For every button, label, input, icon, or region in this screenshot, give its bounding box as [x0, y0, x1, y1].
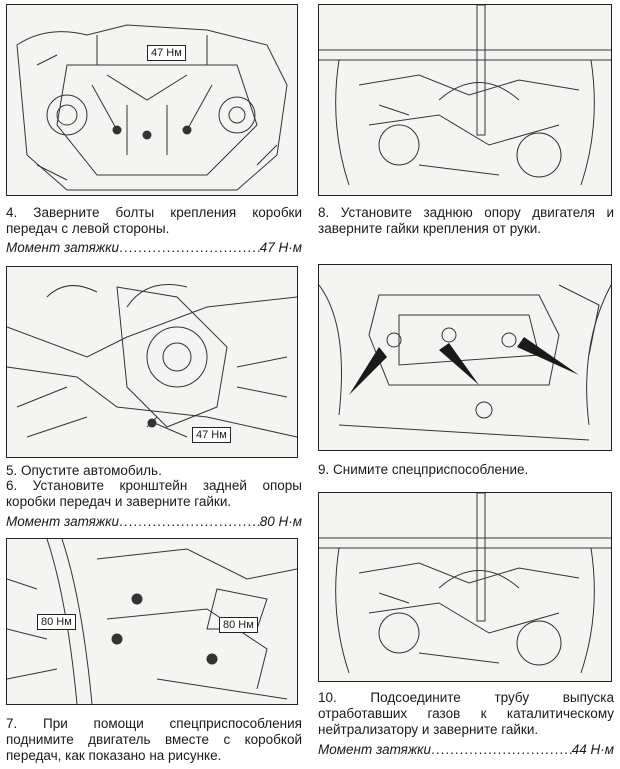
step-9-text: 9. Снимите спецприспособление. — [318, 462, 529, 477]
torque-callout-2: 80 Нм — [219, 617, 258, 633]
step-4-torque: Момент затяжки 47 Н·м — [6, 240, 302, 256]
engine-support-tool-illustration — [319, 5, 611, 186]
figure-step-8 — [318, 4, 612, 196]
figure-step-7: 80 Нм 80 Нм — [6, 538, 298, 705]
figure-step-4: 47 Нм — [6, 4, 298, 196]
rear-engine-mount-illustration — [319, 284, 611, 441]
torque-callout-1: 80 Нм — [37, 614, 76, 630]
step-8-text: 8. Установите заднюю опору двигателя и з… — [318, 205, 614, 236]
torque-value: 80 Н·м — [259, 514, 302, 529]
engine-support-tool-illustration-2 — [319, 493, 611, 674]
leader-dots — [119, 240, 260, 256]
torque-callout: 47 Нм — [147, 45, 186, 61]
step-4-text: 4. Заверните болты крепления коробки пер… — [6, 205, 302, 236]
torque-callout: 47 Нм — [192, 427, 231, 443]
torque-value: 47 Н·м — [259, 240, 302, 255]
torque-label: Момент затяжки — [318, 742, 432, 757]
transmission-bolts-illustration — [16, 24, 288, 191]
rear-mount-bracket-illustration — [7, 284, 297, 438]
leader-dots — [119, 514, 260, 530]
step-10-torque: Момент затяжки 44 Н·м — [318, 742, 614, 758]
torque-label: Момент затяжки — [6, 240, 120, 255]
step-10-text: 10. Подсоедините трубу выпуска отработав… — [318, 690, 614, 737]
step-6-torque: Момент затяжки 80 Н·м — [6, 514, 302, 530]
torque-label: Момент затяжки — [6, 514, 120, 529]
figure-step-9 — [318, 264, 612, 451]
step-6-text: 6. Установите кронштейн задней опоры кор… — [6, 478, 302, 509]
torque-value: 44 Н·м — [571, 742, 614, 757]
figure-step-6: 47 Нм — [6, 266, 298, 458]
step-5-text: 5. Опустите автомобиль. — [6, 463, 162, 478]
leader-dots — [431, 742, 572, 758]
step-7-text: 7. При помощи спецприспособления подними… — [6, 716, 302, 763]
figure-step-10 — [318, 492, 612, 682]
